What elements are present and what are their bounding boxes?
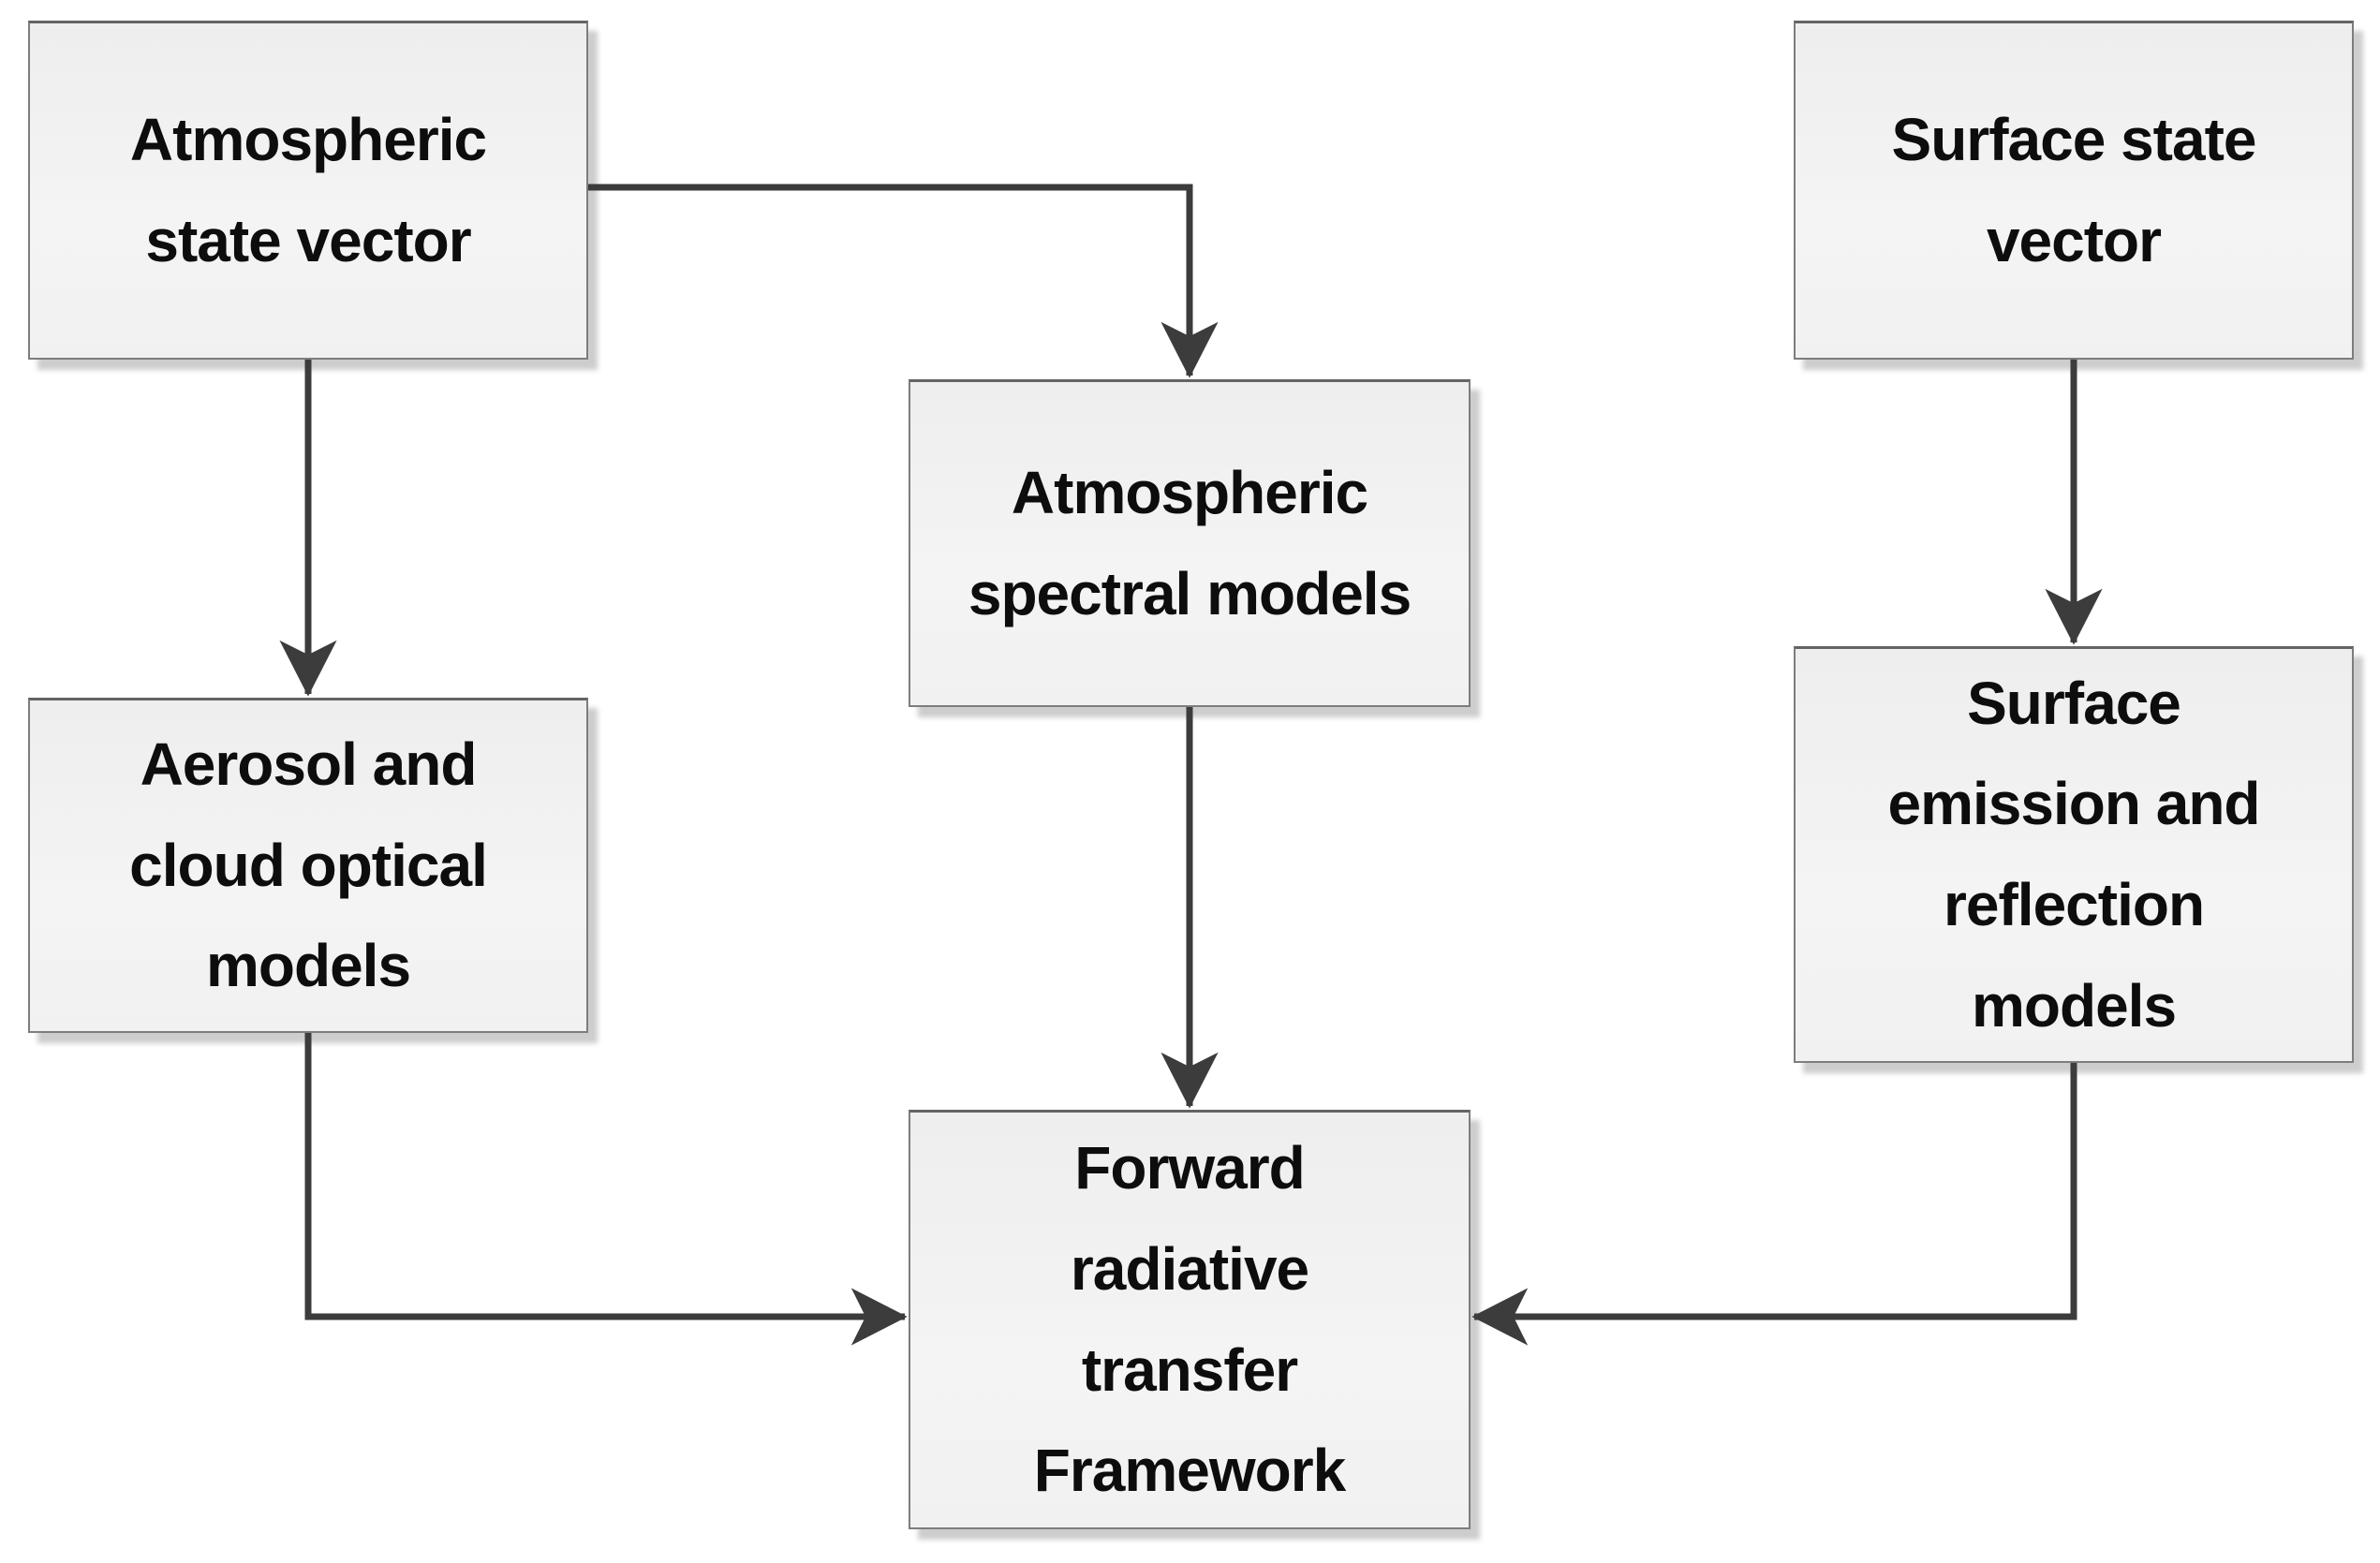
node-atmospheric-spectral-models: Atmospheric spectral models <box>909 379 1471 707</box>
node-aerosol-and-cloud-optical-models: Aerosol and cloud optical models <box>28 698 588 1033</box>
node-label: Surface state vector <box>1891 105 2257 274</box>
connector-surface-emission-to-framework <box>1471 1063 2077 1346</box>
node-surface-state-vector: Surface state vector <box>1794 21 2354 360</box>
node-forward-radiative-transfer-framework: Forward radiative transfer Framework <box>909 1110 1471 1529</box>
node-label: Atmospheric state vector <box>129 105 487 274</box>
node-surface-emission-and-reflection-models: Surface emission and reflection models <box>1794 646 2354 1063</box>
node-label: Aerosol and cloud optical models <box>129 730 488 1000</box>
node-label: Forward radiative transfer Framework <box>1033 1134 1346 1505</box>
node-atmospheric-state-vector: Atmospheric state vector <box>28 21 588 360</box>
connector-atmospheric-state-to-spectral-models <box>588 184 1219 378</box>
connector-aerosol-cloud-to-framework <box>304 1033 908 1346</box>
node-label: Atmospheric spectral models <box>968 458 1412 627</box>
node-label: Surface emission and reflection models <box>1887 669 2261 1040</box>
